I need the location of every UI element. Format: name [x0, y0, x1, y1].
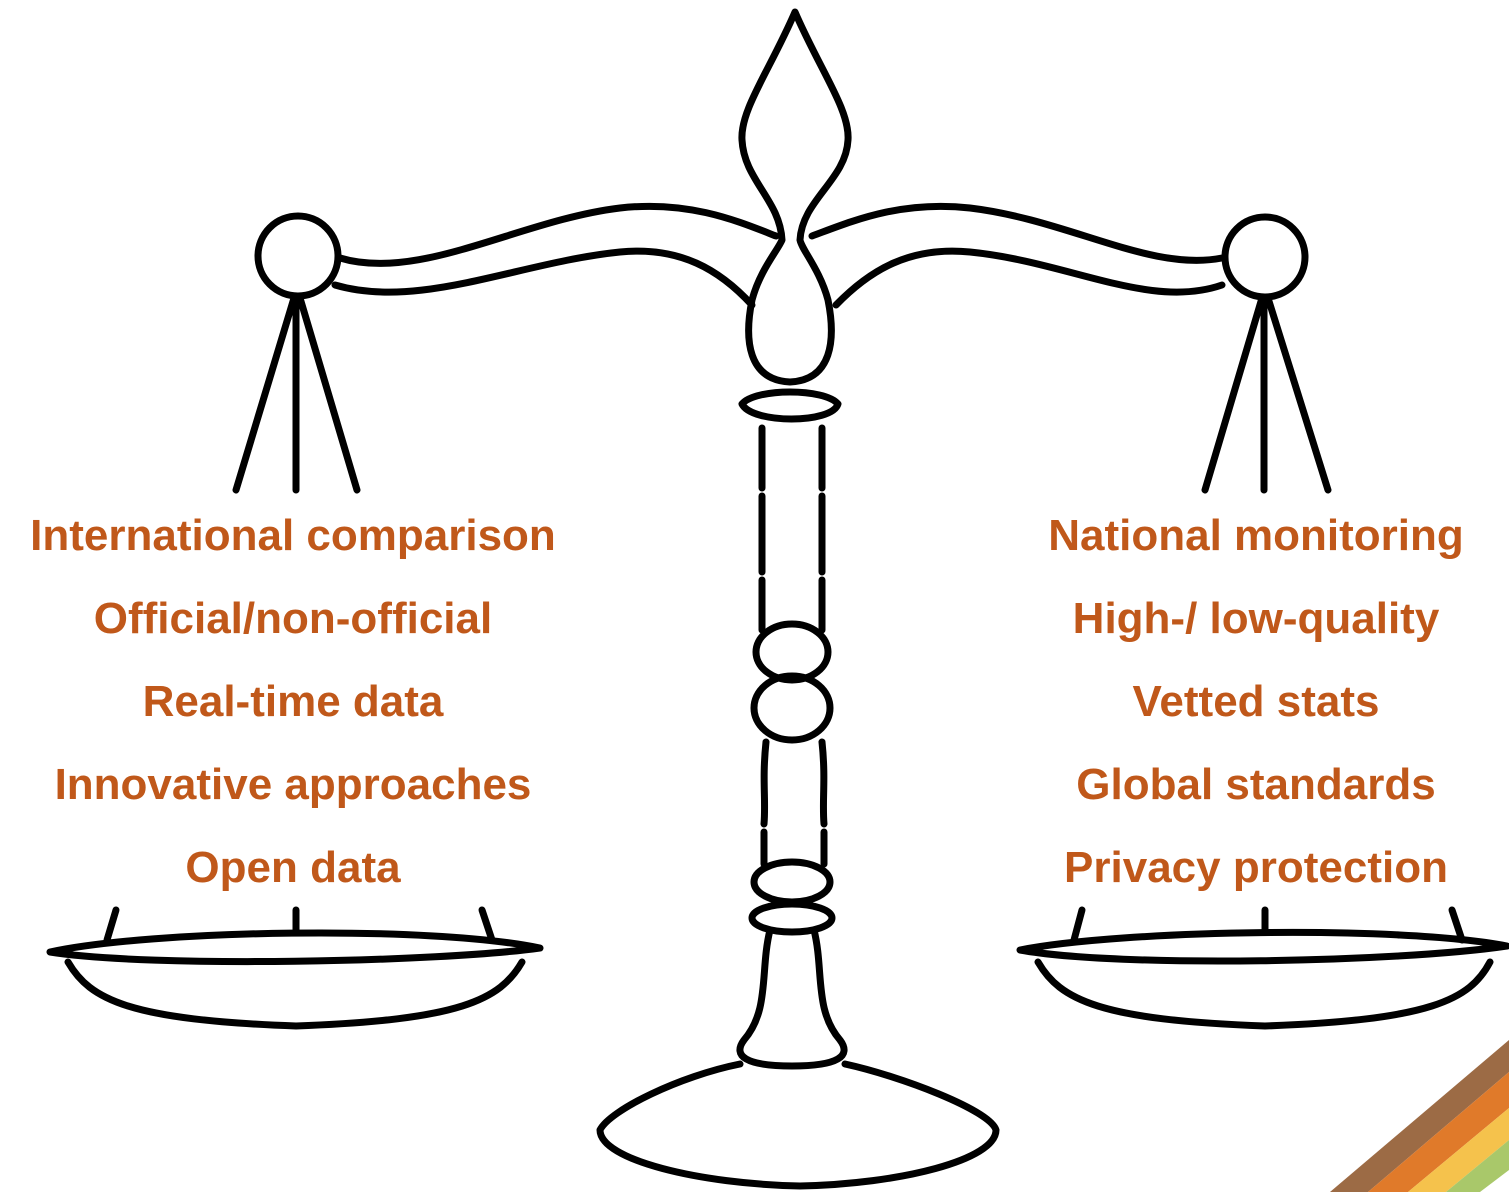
left-item-3: Real-time data	[142, 677, 444, 726]
knob-right	[1221, 213, 1309, 301]
finial	[738, 8, 852, 386]
left-item-1: International comparison	[30, 511, 556, 560]
beam-right	[808, 202, 1226, 264]
right-item-3: Vetted stats	[1132, 677, 1380, 726]
left-item-2: Official/non-official	[93, 594, 493, 643]
corner-stripes-decoration	[1330, 1040, 1509, 1192]
left-item-5: Open data	[185, 843, 401, 892]
beam-left	[336, 202, 780, 267]
pan-right	[1016, 928, 1509, 965]
base	[596, 1060, 1000, 1190]
pan-left	[46, 929, 544, 966]
left-item-4: Innovative approaches	[54, 760, 532, 809]
right-item-4: Global standards	[1076, 760, 1436, 809]
left-pan-list: International comparison Official/non-of…	[3, 508, 583, 923]
right-item-1: National monitoring	[1048, 511, 1464, 560]
top-collar	[738, 388, 842, 423]
right-item-5: Privacy protection	[1064, 843, 1448, 892]
right-pan-list: National monitoring High-/ low-quality V…	[966, 508, 1509, 923]
right-item-2: High-/ low-quality	[1072, 594, 1440, 643]
knob-left	[254, 212, 342, 300]
